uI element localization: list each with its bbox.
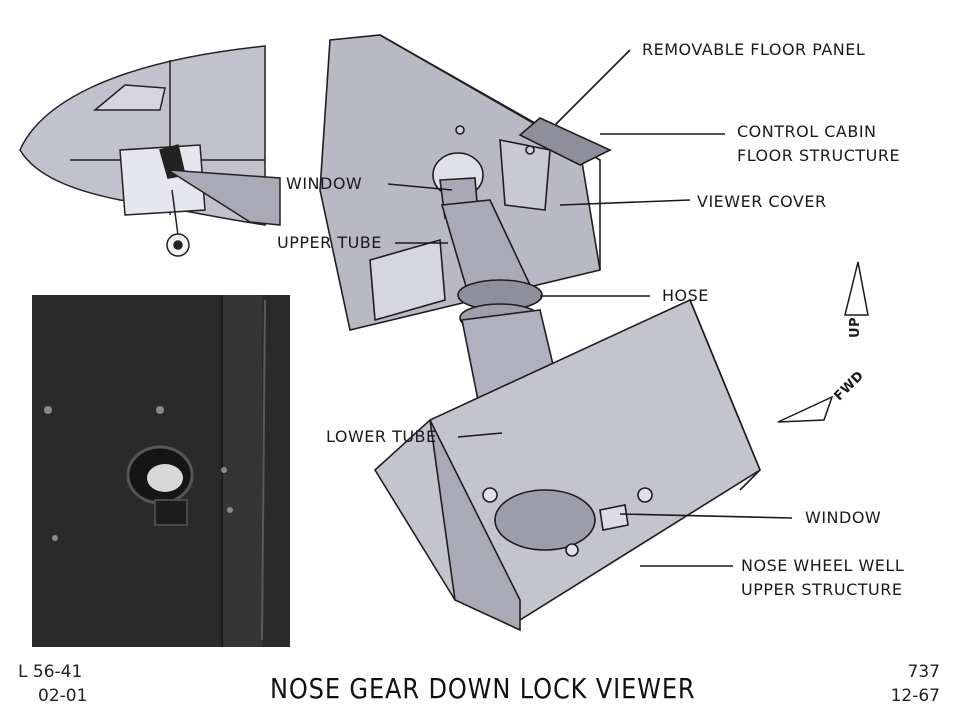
model-code: 737 12-67	[891, 660, 940, 708]
page-title: NOSE GEAR DOWN LOCK VIEWER	[270, 672, 696, 705]
label-viewer-cover: VIEWER COVER	[697, 192, 827, 211]
label-up: UP	[848, 316, 863, 338]
model-code-line2: 12-67	[890, 686, 940, 706]
label-control-cabin-line1: CONTROL CABIN	[737, 122, 877, 141]
doc-code: L 56-41 02-01	[18, 660, 87, 708]
label-nose-wheel-well-line2: UPPER STRUCTURE	[741, 580, 903, 599]
label-window-upper: WINDOW	[286, 174, 363, 193]
label-hose: HOSE	[662, 286, 709, 305]
label-lower-tube: LOWER TUBE	[326, 427, 437, 446]
label-nose-wheel-well-line1: NOSE WHEEL WELL	[741, 556, 905, 575]
viewer-assembly-drawing	[319, 34, 761, 632]
callout-leaders	[387, 49, 793, 567]
viewer-photo-inset	[32, 295, 290, 647]
orientation-arrows	[777, 261, 869, 423]
model-code-line1: 737	[907, 662, 940, 682]
label-removable-floor-panel: REMOVABLE FLOOR PANEL	[642, 40, 866, 59]
doc-code-line2: 02-01	[38, 686, 88, 706]
label-upper-tube: UPPER TUBE	[277, 233, 382, 252]
aircraft-nose-inset	[19, 45, 281, 257]
label-control-cabin-line2: FLOOR STRUCTURE	[737, 146, 901, 165]
doc-code-line1: L 56-41	[18, 662, 83, 682]
label-window-lower: WINDOW	[805, 508, 882, 527]
